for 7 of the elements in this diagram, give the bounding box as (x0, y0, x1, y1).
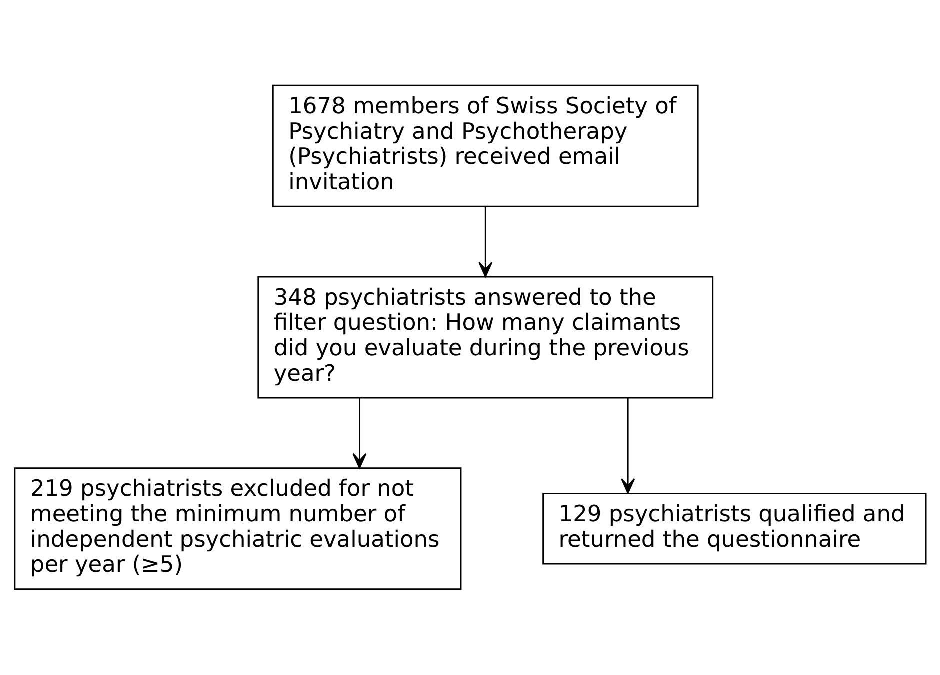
node-box: 129 psychiatrists qualified and returned the questionnaire (542, 492, 926, 565)
node-box: 219 psychiatrists excluded for not meeting the minimum number of independent psychiatric evaluations per year (≥5) (14, 468, 462, 590)
node-box: 348 psychiatrists answered to the filter question: How many claimants did you evaluate during the previous year? (257, 276, 714, 399)
arrow (620, 398, 635, 494)
node-box: 1678 members of Swiss Society of Psychiatry and Psychotherapy (Psychiatrists) received email invitation (272, 84, 698, 208)
arrow (478, 206, 492, 278)
arrow (352, 398, 366, 469)
